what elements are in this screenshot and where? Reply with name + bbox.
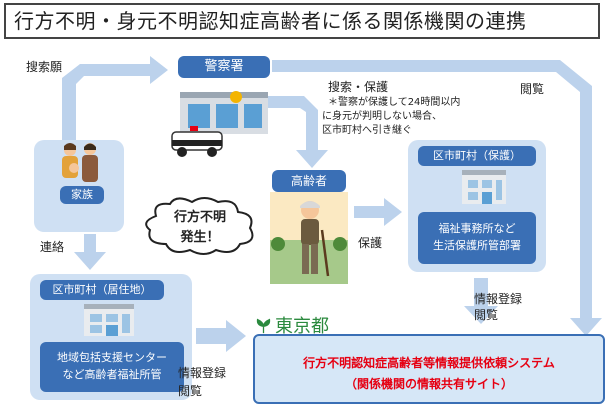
contact-label: 連絡 bbox=[40, 240, 65, 254]
police-station-icon bbox=[171, 91, 268, 157]
police-label: 警察署 bbox=[178, 56, 270, 78]
elderly-label: 高齢者 bbox=[272, 170, 346, 192]
info-register-right-label: 情報登録 bbox=[474, 292, 523, 306]
residence-office-box: 地域包括支援センター など高齢者福祉所管 bbox=[40, 342, 184, 392]
browse-right-label: 閲覧 bbox=[474, 308, 499, 322]
family-label: 家族 bbox=[60, 186, 104, 204]
arrow-residence-to-system bbox=[196, 320, 246, 352]
system-subtitle: （関係機関の情報共有サイト） bbox=[344, 377, 513, 391]
municipality-residence-label: 区市町村（居住地） bbox=[40, 280, 164, 300]
note-line-3: 区市町村へ引き継ぐ bbox=[322, 125, 412, 136]
arrow-family-to-police bbox=[62, 56, 168, 140]
residence-office-line-2: など高齢者福祉所管 bbox=[62, 368, 162, 381]
protect-label: 保護 bbox=[358, 236, 383, 250]
arrow-police-to-elderly bbox=[262, 96, 328, 168]
protection-office-line-1: 福祉事務所など bbox=[438, 222, 516, 235]
protection-office-box: 福祉事務所など 生活保護所管部署 bbox=[418, 212, 536, 264]
note-line-1: ＊警察が保護して24時間以内 bbox=[328, 97, 461, 108]
info-register-bottom-label: 情報登録 bbox=[178, 366, 227, 380]
tokyo-logo-text: 東京都 bbox=[275, 316, 329, 337]
browse-bottom-label: 閲覧 bbox=[178, 384, 203, 398]
browse-top-label: 閲覧 bbox=[520, 82, 545, 96]
office-building-icon bbox=[462, 170, 506, 204]
residence-office-line-1: 地域包括支援センター bbox=[57, 351, 167, 364]
search-protect-label: 搜索・保護 bbox=[328, 80, 389, 94]
municipality-protection-label: 区市町村（保護） bbox=[418, 146, 536, 166]
arrow-protection-to-system bbox=[464, 278, 498, 324]
tokyo-logo: 東京都 bbox=[255, 312, 329, 338]
missing-bubble bbox=[145, 197, 254, 255]
diagram-title: 行方不明・身元不明認知症高齢者に係る関係機関の連携 bbox=[4, 3, 600, 39]
note-line-2: に身元が判明しない場合、 bbox=[322, 111, 442, 122]
missing-text-1: 行方不明 bbox=[173, 210, 226, 225]
residence-building-icon bbox=[84, 304, 134, 336]
family-icon bbox=[62, 143, 98, 182]
elderly-person-icon bbox=[270, 201, 348, 284]
search-request-label: 搜索願 bbox=[26, 60, 63, 74]
tokyo-ginkgo-icon bbox=[256, 318, 271, 334]
info-sharing-system-box: 行方不明認知症高齢者等情報提供依頼システム （関係機関の情報共有サイト） bbox=[253, 334, 605, 404]
missing-text-2: 発生！ bbox=[180, 230, 220, 245]
protection-office-line-2: 生活保護所管部署 bbox=[433, 239, 521, 252]
arrow-elderly-to-protection bbox=[354, 198, 402, 226]
arrow-family-to-residence bbox=[74, 234, 106, 270]
system-title: 行方不明認知症高齢者等情報提供依頼システム bbox=[303, 356, 555, 370]
